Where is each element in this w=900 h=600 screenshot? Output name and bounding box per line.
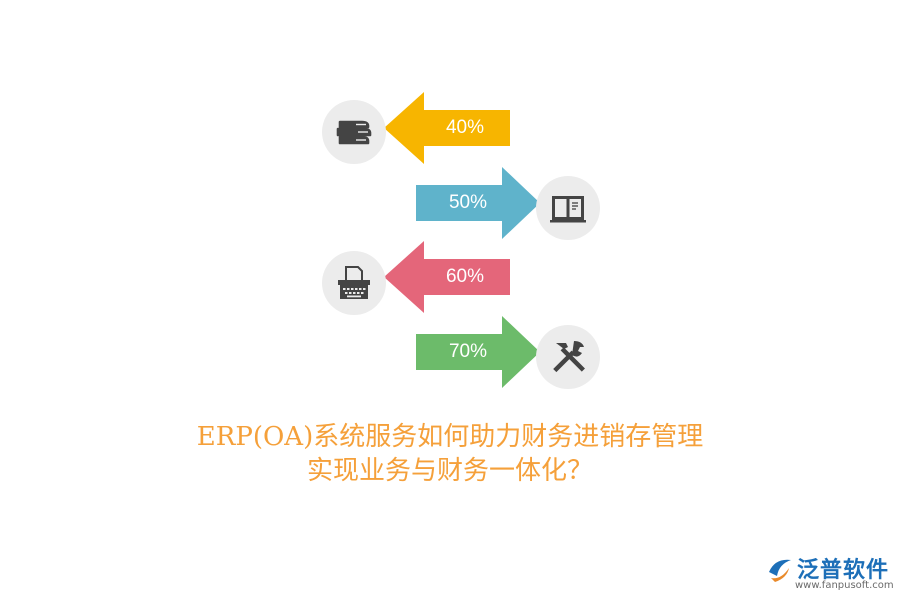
books-icon	[336, 120, 372, 145]
tools-icon	[553, 341, 585, 373]
typewriter-icon	[338, 266, 370, 299]
arrow-40-left: 40%	[384, 92, 510, 164]
arrow-shape-60	[384, 241, 510, 313]
arrow-shape-40	[384, 92, 510, 164]
brand-logo: 泛普软件 www.fanpusoft.com	[765, 552, 895, 596]
arrow-50-right: 50%	[416, 167, 540, 239]
arrow-label-50: 50%	[448, 192, 488, 213]
arrow-label-60: 60%	[445, 266, 485, 287]
arrow-label-70: 70%	[448, 341, 488, 362]
arrow-shape-50	[416, 167, 540, 239]
brand-url: www.fanpusoft.com	[795, 580, 894, 591]
open-book-icon-circle	[536, 176, 600, 240]
headline-line-2: 实现业务与财务一体化？	[306, 456, 593, 486]
arrow-60-left: 60%	[384, 241, 510, 313]
typewriter-icon-circle	[322, 251, 386, 315]
brand-name: 泛普软件	[797, 558, 890, 583]
arrow-70-right: 70%	[416, 316, 540, 388]
open-book-icon	[550, 196, 586, 223]
books-icon-circle	[322, 100, 386, 164]
tools-icon-circle	[536, 325, 600, 389]
brand-mark-icon	[769, 559, 791, 582]
arrow-shape-70	[416, 316, 540, 388]
arrow-label-40: 40%	[445, 117, 485, 138]
headline-line-1: ERP(OA)系统服务如何助力财务进销存管理	[196, 422, 704, 452]
